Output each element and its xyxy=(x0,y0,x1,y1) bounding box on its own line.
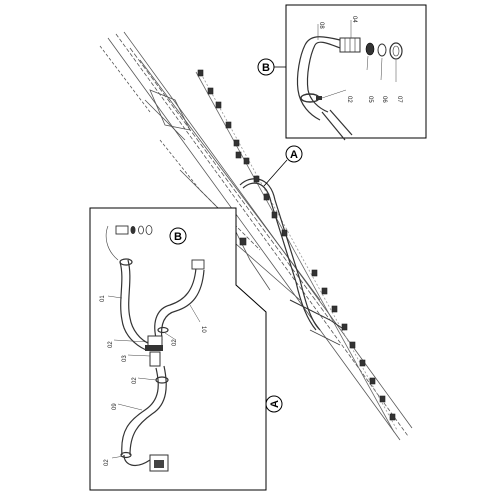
detail-a-callout[interactable]: A xyxy=(265,395,283,413)
spray-nozzles xyxy=(197,69,396,421)
detail-a-part-02-d: 02 xyxy=(104,459,110,466)
detail-a-part-01: 01 xyxy=(100,295,106,302)
detail-a-callout-label: A xyxy=(269,400,281,408)
detail-a-part-10: 10 xyxy=(200,326,206,333)
detail-b-part-08: 08 xyxy=(318,22,324,29)
detail-a-panel: B xyxy=(89,207,267,491)
detail-b-callout-label: B xyxy=(262,62,270,74)
detail-b-part-02: 02 xyxy=(346,96,352,103)
detail-a-part-03: 03 xyxy=(122,355,128,362)
detail-b-panel: 08 04 05 06 07 02 xyxy=(285,4,427,141)
detail-b-part-05: 05 xyxy=(367,96,373,103)
detail-a-subcallout-b-label: B xyxy=(174,231,182,243)
main-callout-a[interactable]: A xyxy=(263,145,303,187)
detail-b-part-04: 04 xyxy=(351,16,357,23)
detail-b-part-06: 06 xyxy=(381,96,387,103)
detail-b-callout[interactable]: B xyxy=(257,58,286,76)
detail-a-subcallout-b[interactable]: B xyxy=(169,227,187,245)
main-callout-a-label: A xyxy=(290,149,298,161)
detail-a-part-09: 09 xyxy=(112,403,118,410)
detail-a-part-02-c: 02 xyxy=(132,377,138,384)
detail-b-part-07: 07 xyxy=(396,96,402,103)
detail-a-part-02-b: 02 xyxy=(172,339,178,346)
detail-a-part-02-a: 02 xyxy=(108,341,114,348)
